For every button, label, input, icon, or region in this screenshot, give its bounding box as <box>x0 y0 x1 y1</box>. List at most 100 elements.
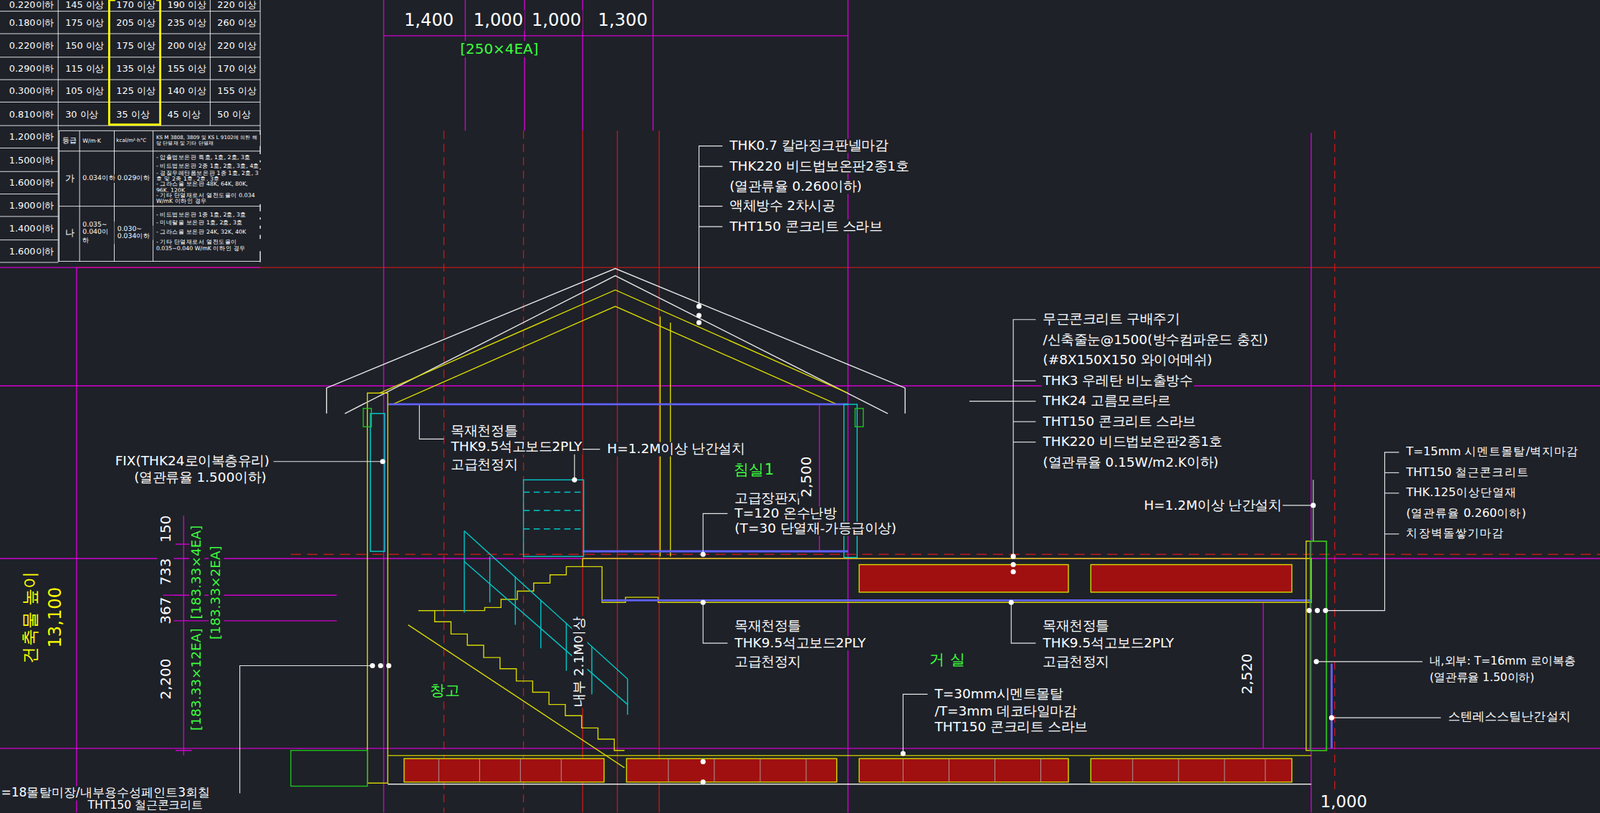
drawing-label: 175 이상 <box>64 17 106 28</box>
drawing-label: 145 이상 <box>64 0 106 11</box>
drawing-label: 170 이상 <box>115 0 157 11</box>
drawing-label: 0.035~ 0.040이하 <box>81 221 115 244</box>
drawing-label: 0.030~ 0.034이하 <box>116 225 153 241</box>
drawing-label: - 비드법보온판 2종 1호, 2호, 3호, 4호 <box>154 161 261 169</box>
drawing-label: - 그라스울 보온판 48K, 64K, 80K, 96K, 120K <box>154 180 261 193</box>
drawing-label: 1,400 <box>403 10 455 31</box>
drawing-label: 0.220이하 <box>7 40 55 52</box>
drawing-label: (열관류율 0.15W/m2.K이하) <box>1041 454 1220 470</box>
drawing-label: - 기타 단열재로서 열전도율이 0.034 W/mK 이하인 경우 <box>154 192 261 205</box>
drawing-label: T=120 온수난방 <box>733 505 838 521</box>
drawing-label: 1.400이하 <box>7 223 55 235</box>
drawing-label: - 미네랄울 보온판 1호, 2호, 3호 <box>154 219 261 226</box>
drawing-label: - 기타 단열재로서 열전도율이 0.035~0.040 W/mK 이하인 경우 <box>154 238 261 251</box>
drawing-label: [250×4EA] <box>459 40 540 58</box>
drawing-label: 170 이상 <box>216 63 258 74</box>
drawing-label: 내,외부: T=16mm 로이복층 <box>1428 654 1577 668</box>
drawing-label: [183.33×4EA] <box>189 523 205 620</box>
drawing-label: THK9.5석고보드2PLY <box>1041 635 1176 651</box>
drawing-label: THT150 콘크리트 스라브 <box>728 218 884 234</box>
drawing-label: 125 이상 <box>115 85 157 97</box>
drawing-label: 155 이상 <box>166 63 208 74</box>
drawing-label: W/m·K <box>81 137 103 145</box>
drawing-label: 1.200이하 <box>7 131 55 142</box>
drawing-label: 등급 <box>60 136 78 145</box>
drawing-label: 1.600이하 <box>7 177 55 189</box>
drawing-label: 140 이상 <box>166 85 208 97</box>
drawing-label: 50 이상 <box>216 108 252 120</box>
drawing-label: 고급천정지 <box>449 456 519 472</box>
drawing-label: 치장벽돌쌓기마감 <box>1405 526 1506 541</box>
drawing-label: THT150 콘크리트 스라브 <box>933 718 1089 734</box>
drawing-label: - 비드법보온판 1종 1호, 2호, 3호 <box>154 211 261 218</box>
drawing-label: 367 <box>156 595 174 625</box>
drawing-label: 115 이상 <box>64 63 106 74</box>
drawing-label: 45 이상 <box>166 108 202 120</box>
drawing-label: 거 실 <box>928 651 966 670</box>
drawing-label: 260 이상 <box>216 17 258 28</box>
drawing-label: 창고 <box>428 682 462 701</box>
drawing-label: =18몰탈미장/내부용수성페인트3회칠 <box>0 786 212 801</box>
drawing-label: 0.029이하 <box>116 174 152 183</box>
drawing-label: 1,000 <box>472 10 524 31</box>
drawing-label: 고급장판지 <box>733 490 802 506</box>
drawing-label: 2,200 <box>156 657 174 701</box>
drawing-label: 1.900이하 <box>7 199 55 211</box>
drawing-label: 1.600이하 <box>7 245 55 257</box>
drawing-label: 목재천정틀 <box>733 617 802 633</box>
drawing-label: FIX(THK24로이복층유리) <box>113 453 271 469</box>
drawing-label: (열관류율 0.260이하) <box>728 179 863 195</box>
drawing-label: 스텐레스스틸난간설치 <box>1446 710 1572 725</box>
drawing-label: T=30mm시멘트몰탈 <box>933 686 1065 702</box>
drawing-label: T=15mm 시멘트몰탈/벽지마감 <box>1405 444 1580 459</box>
drawing-label: 고급천정지 <box>733 653 802 669</box>
drawing-label: THK24 고름모르타르 <box>1041 393 1172 409</box>
drawing-label: 무근콘크리트 구배주기 <box>1041 311 1181 327</box>
drawing-label: 220 이상 <box>216 40 258 52</box>
drawing-label: 35 이상 <box>115 108 151 120</box>
drawing-label: 목재천정틀 <box>449 422 519 438</box>
drawing-label: THT150 콘크리트 스라브 <box>1041 413 1197 429</box>
drawing-label: 0.034이하 <box>81 174 117 183</box>
drawing-label: - 압출법보온판 특호, 1호, 2호, 3호 <box>154 154 261 161</box>
drawing-label: 침실1 <box>733 461 776 480</box>
drawing-label: 0.180이하 <box>7 17 55 28</box>
drawing-label: - 경질우레탄폼보온판 1종 1호, 2호, 3호 및 2종 1호, 2호, 3… <box>154 169 261 182</box>
drawing-label: /T=3mm 데코타일마감 <box>933 703 1078 719</box>
drawing-label: kcal/m²·h°C <box>115 137 148 144</box>
drawing-label: THK220 비드법보온판2종1호 <box>1041 434 1224 450</box>
drawing-label: THK9.5석고보드2PLY <box>449 439 584 455</box>
drawing-label: - 그라스울 보온판 24K, 32K, 40K <box>154 228 261 236</box>
drawing-label: 나 <box>64 227 76 238</box>
drawing-label: THT150 철근콘크리트 <box>86 798 204 812</box>
drawing-label: THK0.7 칼라징크판넬마감 <box>728 138 890 154</box>
drawing-label: (#8X150X150 와이어메쉬) <box>1041 352 1214 368</box>
drawing-label: 733 <box>156 556 174 587</box>
drawing-label: H=1.2M이상 난간설치 <box>1142 497 1283 513</box>
drawing-label: 고급천정지 <box>1041 653 1110 669</box>
drawing-label: 30 이상 <box>64 108 100 120</box>
drawing-label: 0.290이하 <box>7 63 55 74</box>
drawing-label: KS M 3808, 3809 및 KS L 9102에 의한 해당 단열재 및… <box>154 135 261 147</box>
drawing-label: 150 이상 <box>64 40 106 52</box>
drawing-label: /신축줄눈@1500(방수컴파운드 충진) <box>1041 332 1269 348</box>
drawing-label: 0.220이하 <box>7 0 55 11</box>
drawing-label: 190 이상 <box>166 0 208 11</box>
drawing-label: 155 이상 <box>216 85 258 97</box>
drawing-label: 1.500이하 <box>7 154 55 166</box>
drawing-label: 220 이상 <box>216 0 258 11</box>
drawing-label: THK.125이상단열재 <box>1405 485 1519 500</box>
drawing-label: H=1.2M이상 난간설치 <box>606 441 746 457</box>
drawing-label: 205 이상 <box>115 17 157 28</box>
drawing-label: 150 <box>156 513 174 544</box>
drawing-label: (열관류율 1.500이하) <box>133 470 268 486</box>
drawing-label: 2,500 <box>798 454 815 498</box>
drawing-label: 목재천정틀 <box>1041 617 1110 633</box>
drawing-label: 2,520 <box>1238 652 1256 696</box>
drawing-label: 1,000 <box>1319 792 1368 812</box>
drawing-label: 액체방수 2차시공 <box>728 198 837 214</box>
drawing-label: 가 <box>64 173 76 185</box>
drawing-label: THK220 비드법보온판2종1호 <box>728 158 910 174</box>
drawing-label: 1,300 <box>596 10 649 31</box>
